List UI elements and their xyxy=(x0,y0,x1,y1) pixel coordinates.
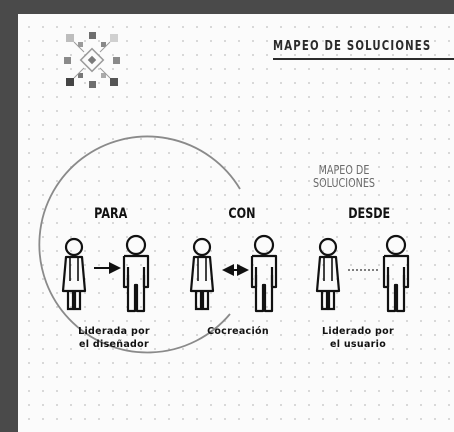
man-icon xyxy=(122,234,150,313)
woman-icon xyxy=(189,237,215,311)
man-icon xyxy=(382,234,410,313)
heading-con: CON xyxy=(228,206,256,222)
logo-icon xyxy=(64,32,120,88)
caption-para-line2: el diseñador xyxy=(79,339,149,350)
circle-label: MAPEO DE SOLUCIONES xyxy=(298,164,391,190)
caption-desde-line2: el usuario xyxy=(329,339,387,350)
caption-desde: Liderado por el usuario xyxy=(308,325,408,351)
diagram xyxy=(38,135,410,354)
circle-label-line1: MAPEO DE xyxy=(318,163,370,177)
woman-icon xyxy=(315,237,341,311)
heading-desde: DESDE xyxy=(348,206,391,222)
caption-con-line1: Cocreación xyxy=(207,326,269,337)
man-icon xyxy=(250,234,278,313)
caption-con: Cocreación xyxy=(186,325,290,338)
woman-icon xyxy=(61,237,87,311)
title-underline xyxy=(273,58,454,60)
heading-para: PARA xyxy=(94,206,128,222)
solutions-circle xyxy=(38,135,241,354)
caption-desde-line1: Liderado por xyxy=(322,326,394,337)
circle-label-line2: SOLUCIONES xyxy=(313,176,375,190)
caption-para-line1: Liderada por xyxy=(78,326,150,337)
page: MAPEO DE SOLUCIONES xyxy=(18,14,454,432)
page-title: MAPEO DE SOLUCIONES xyxy=(273,39,432,54)
caption-para: Liderada por el diseñador xyxy=(58,325,170,351)
